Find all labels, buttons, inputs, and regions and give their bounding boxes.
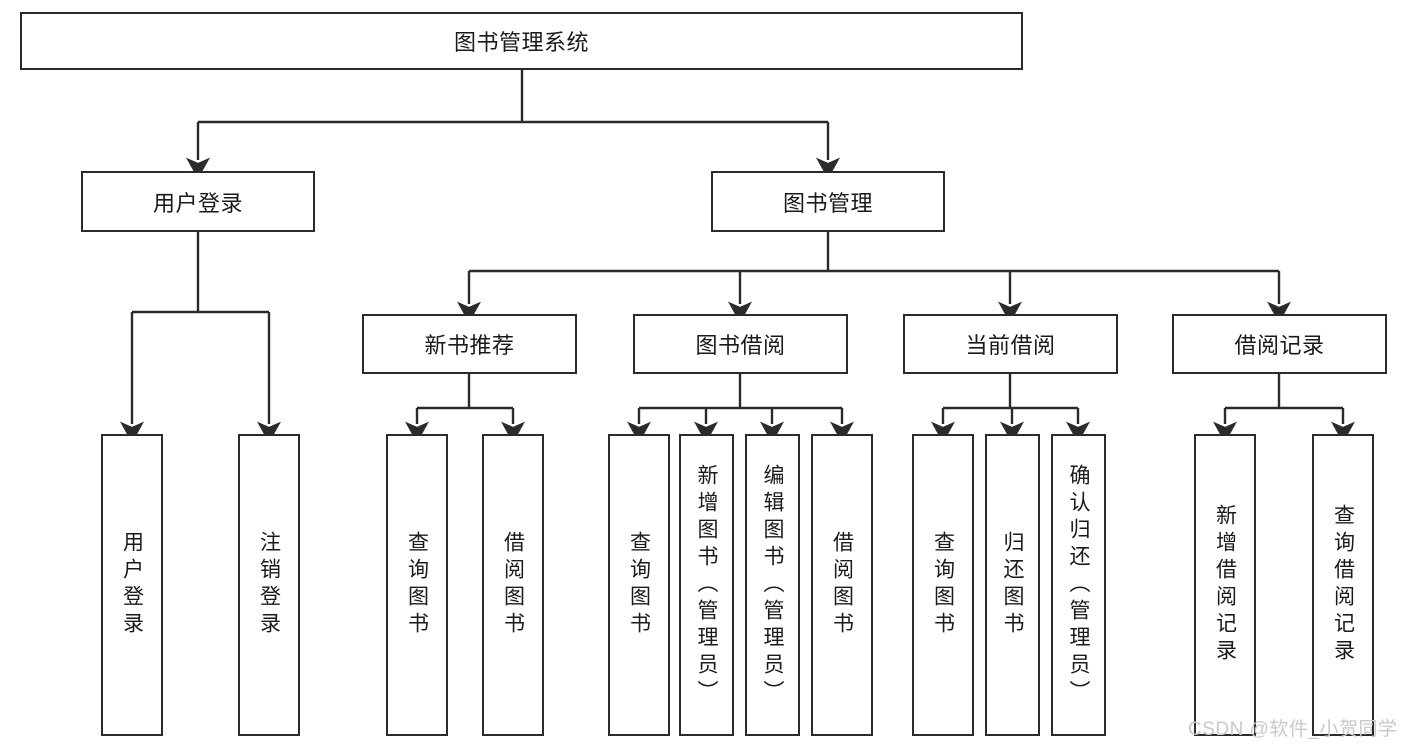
leaf-return-book[interactable]: 归还图书 [985, 434, 1040, 736]
node-borrow-record[interactable]: 借阅记录 [1172, 314, 1387, 374]
node-book-manage-label: 图书管理 [782, 190, 873, 216]
leaf-query-borrow-record-label: 查询借阅记录 [1331, 504, 1355, 666]
leaf-query-book-borrow[interactable]: 查询图书 [608, 434, 670, 736]
node-user-login-label: 用户登录 [152, 190, 243, 216]
csdn-watermark: CSDN @软件_小贺同学 [1188, 719, 1398, 740]
node-current-borrow[interactable]: 当前借阅 [903, 314, 1118, 374]
leaf-borrow-book-new-rec-label: 借阅图书 [501, 531, 525, 639]
leaf-query-book-current[interactable]: 查询图书 [912, 434, 974, 736]
leaf-confirm-return-admin[interactable]: 确认归还（管理员） [1051, 434, 1106, 736]
leaf-add-borrow-record-label: 新增借阅记录 [1213, 504, 1237, 666]
leaf-user-login-label: 用户登录 [120, 531, 144, 639]
leaf-user-logout-label: 注销登录 [257, 531, 281, 639]
node-root-system[interactable]: 图书管理系统 [20, 12, 1023, 70]
node-current-borrow-label: 当前借阅 [965, 333, 1056, 358]
leaf-add-book-admin[interactable]: 新增图书（管理员） [679, 434, 734, 736]
leaf-borrow-book-new-rec[interactable]: 借阅图书 [482, 434, 544, 736]
leaf-query-book-current-label: 查询图书 [931, 531, 955, 639]
node-new-book-recommend[interactable]: 新书推荐 [362, 314, 577, 374]
node-book-borrow[interactable]: 图书借阅 [633, 314, 848, 374]
node-user-login[interactable]: 用户登录 [81, 171, 315, 232]
node-book-borrow-label: 图书借阅 [695, 333, 786, 358]
leaf-add-borrow-record[interactable]: 新增借阅记录 [1194, 434, 1256, 736]
leaf-edit-book-admin-label: 编辑图书（管理员） [761, 463, 784, 707]
leaf-user-login[interactable]: 用户登录 [101, 434, 163, 736]
node-new-book-recommend-label: 新书推荐 [424, 333, 515, 358]
leaf-borrow-book[interactable]: 借阅图书 [811, 434, 873, 736]
leaf-query-book-new-rec[interactable]: 查询图书 [386, 434, 448, 736]
leaf-query-book-new-rec-label: 查询图书 [405, 531, 429, 639]
leaf-return-book-label: 归还图书 [1001, 531, 1024, 639]
leaf-confirm-return-admin-label: 确认归还（管理员） [1067, 463, 1090, 707]
leaf-user-logout[interactable]: 注销登录 [238, 434, 300, 736]
leaf-add-book-admin-label: 新增图书（管理员） [695, 463, 718, 707]
node-book-manage[interactable]: 图书管理 [711, 171, 945, 232]
leaf-query-borrow-record[interactable]: 查询借阅记录 [1312, 434, 1374, 736]
node-borrow-record-label: 借阅记录 [1234, 333, 1325, 358]
leaf-borrow-book-label: 借阅图书 [830, 531, 854, 639]
leaf-query-book-borrow-label: 查询图书 [627, 531, 651, 639]
leaf-edit-book-admin[interactable]: 编辑图书（管理员） [745, 434, 800, 736]
node-root-label: 图书管理系统 [453, 30, 589, 55]
